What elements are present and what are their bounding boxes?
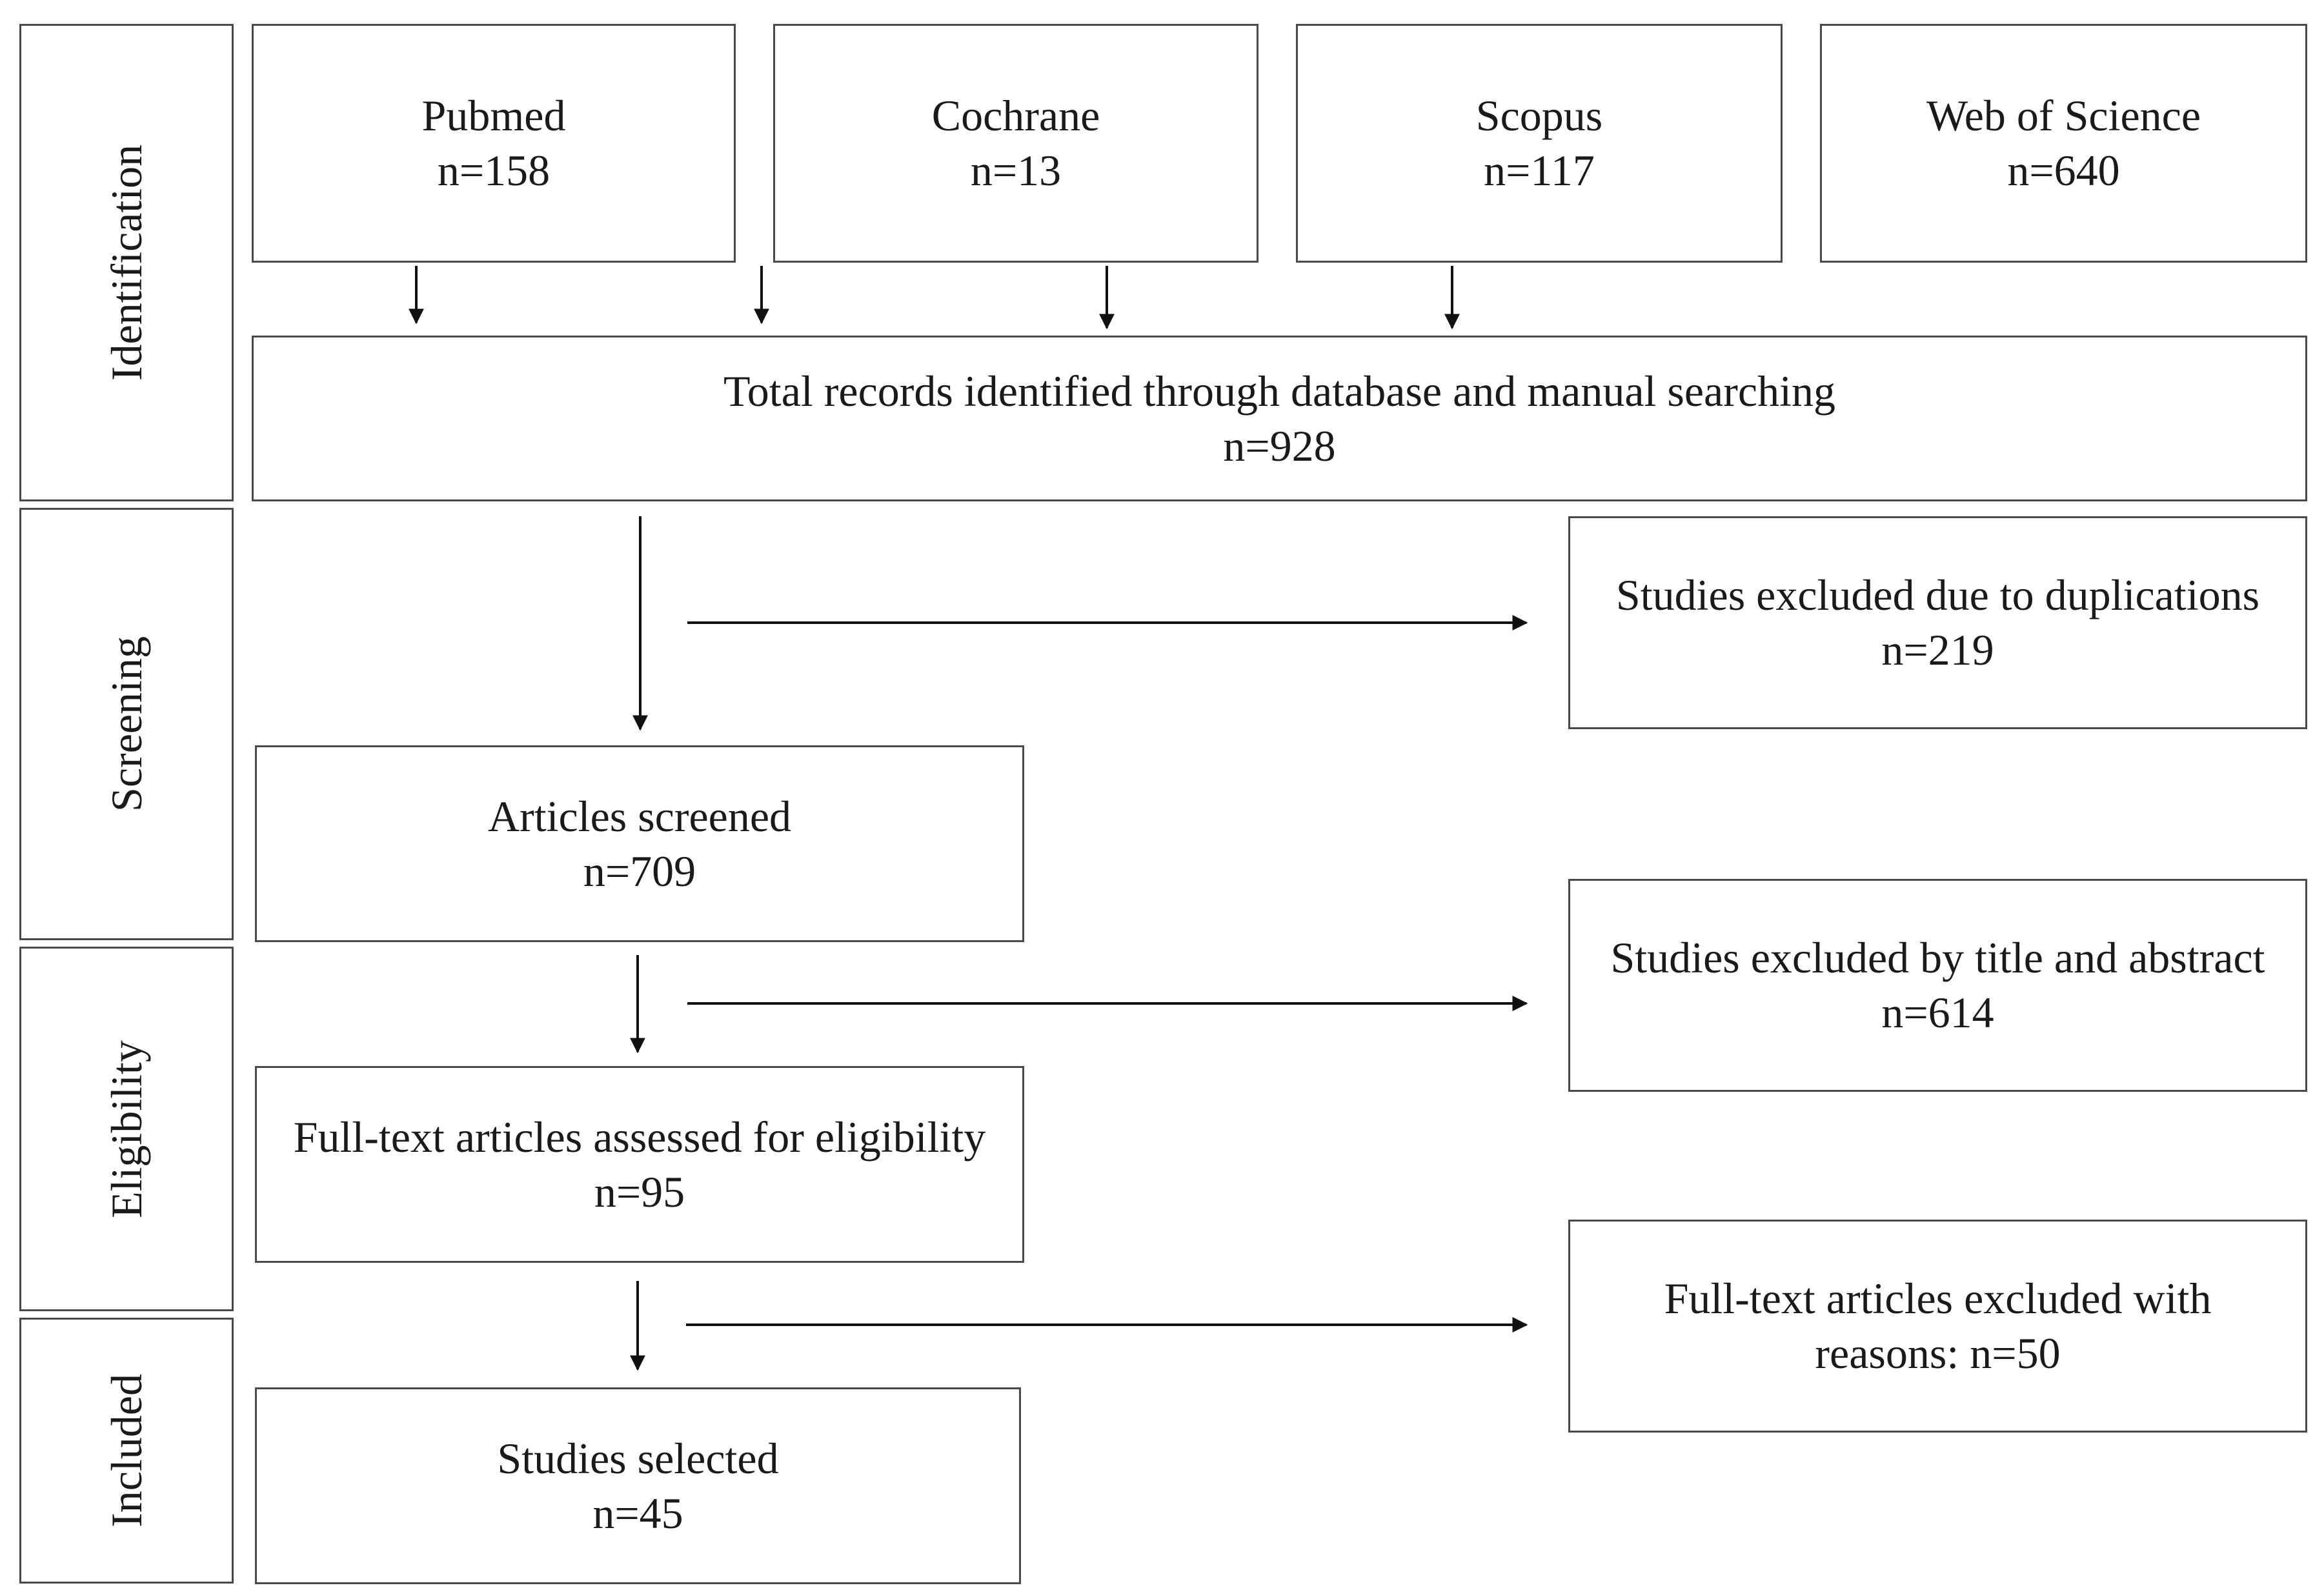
source-count: n=640 bbox=[2007, 146, 2120, 195]
excluded-fulltext-box: Full-text articles excluded with reasons… bbox=[1568, 1220, 2307, 1433]
excluded-fulltext-line1: Full-text articles excluded with bbox=[1664, 1274, 2212, 1323]
total-records-label: Total records identified through databas… bbox=[723, 366, 1835, 416]
studies-selected-label: Studies selected bbox=[497, 1433, 779, 1483]
source-box-web-of-science: Web of Science n=640 bbox=[1820, 24, 2307, 263]
excluded-duplicates-label: Studies excluded due to duplications bbox=[1615, 570, 2260, 619]
studies-selected-count: n=45 bbox=[592, 1488, 683, 1538]
source-name: Scopus bbox=[1475, 91, 1603, 140]
source-name: Web of Science bbox=[1926, 91, 2201, 140]
total-records-count: n=928 bbox=[1223, 421, 1336, 470]
source-box-cochrane: Cochrane n=13 bbox=[773, 24, 1258, 263]
excluded-title-abstract-box: Studies excluded by title and abstract n… bbox=[1568, 879, 2307, 1092]
articles-screened-label: Articles screened bbox=[487, 791, 792, 841]
source-box-pubmed: Pubmed n=158 bbox=[252, 24, 736, 263]
stage-screening: Screening bbox=[19, 508, 234, 940]
fulltext-assessed-label: Full-text articles assessed for eligibil… bbox=[293, 1112, 986, 1162]
excluded-duplicates-box: Studies excluded due to duplications n=2… bbox=[1568, 516, 2307, 729]
total-records-box: Total records identified through databas… bbox=[252, 336, 2307, 501]
stage-included: Included bbox=[19, 1318, 234, 1584]
excluded-title-abstract-count: n=614 bbox=[1881, 988, 1994, 1037]
source-count: n=158 bbox=[437, 146, 551, 195]
fulltext-assessed-box: Full-text articles assessed for eligibil… bbox=[255, 1066, 1024, 1263]
source-count: n=117 bbox=[1484, 146, 1595, 195]
articles-screened-box: Articles screened n=709 bbox=[255, 745, 1024, 942]
excluded-title-abstract-label: Studies excluded by title and abstract bbox=[1610, 933, 2265, 982]
source-name: Cochrane bbox=[931, 91, 1100, 140]
source-name: Pubmed bbox=[421, 91, 566, 140]
excluded-fulltext-line2: reasons: n=50 bbox=[1815, 1329, 2061, 1378]
stage-eligibility: Eligibility bbox=[19, 947, 234, 1311]
source-box-scopus: Scopus n=117 bbox=[1296, 24, 1783, 263]
source-count: n=13 bbox=[970, 146, 1062, 195]
studies-selected-box: Studies selected n=45 bbox=[255, 1387, 1021, 1584]
articles-screened-count: n=709 bbox=[583, 846, 696, 896]
excluded-duplicates-count: n=219 bbox=[1881, 625, 1994, 674]
fulltext-assessed-count: n=95 bbox=[594, 1167, 685, 1216]
stage-identification: Identification bbox=[19, 24, 234, 501]
